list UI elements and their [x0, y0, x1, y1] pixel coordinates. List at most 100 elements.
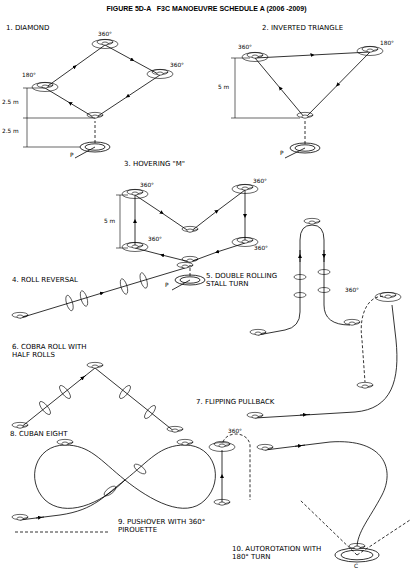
- point-label: C: [354, 563, 358, 570]
- helicopter-icon: [344, 319, 360, 325]
- angle-label: 360°: [140, 182, 154, 189]
- angle-label: 360°: [148, 236, 162, 243]
- flight-path: [20, 268, 185, 318]
- angle-label: 360°: [170, 62, 184, 69]
- flight-path: [300, 250, 301, 262]
- helicopter-icon: [177, 439, 193, 445]
- reference-line: [75, 147, 95, 158]
- helicopter-icon: [152, 69, 168, 75]
- flight-path: [255, 58, 305, 118]
- flight-path: [305, 52, 370, 118]
- ground-marker: [341, 550, 373, 560]
- helicopter-icon: [380, 292, 396, 298]
- manoeuvre-title: 3. HOVERING "M": [124, 160, 185, 168]
- reference-line: [285, 148, 305, 158]
- helicopter-icon: [182, 226, 198, 232]
- flight-path: [245, 190, 246, 243]
- helicopter-icon: [349, 543, 365, 549]
- flight-path: [295, 445, 305, 446]
- helicopter-icon: [97, 39, 113, 45]
- flight-path: [190, 190, 245, 232]
- flight-path: [135, 195, 190, 232]
- reference-line: [357, 520, 410, 555]
- flight-path: [255, 52, 370, 58]
- flight-path: [135, 248, 190, 262]
- roll-marker: [294, 275, 306, 280]
- pirouette-ring: [147, 70, 173, 79]
- roll-marker: [143, 404, 158, 420]
- helicopter-icon: [182, 256, 198, 262]
- roll-marker: [318, 288, 330, 293]
- ground-marker: [335, 548, 379, 562]
- roll-marker: [58, 384, 73, 400]
- helicopter-icon: [237, 237, 253, 243]
- roll-marker: [118, 384, 133, 400]
- helicopter-icon: [177, 262, 193, 268]
- pirouette-ring: [232, 185, 258, 194]
- roll-marker: [138, 272, 148, 289]
- dimension-line: [235, 58, 236, 118]
- flight-path: [20, 368, 175, 432]
- manoeuvre-title: 10. AUTOROTATION WITH 180° TURN: [232, 545, 332, 561]
- point-label: P: [165, 282, 169, 289]
- dimension-line: [231, 118, 300, 119]
- figure-title: FIGURE 5D-A F3C MANOEUVRE SCHEDULE A (20…: [0, 5, 413, 12]
- manoeuvre-title: 9. PUSHOVER WITH 360° PIROUETTE: [118, 518, 208, 534]
- flight-path: [36, 517, 44, 518]
- angle-label: 360°: [98, 31, 112, 38]
- flight-path: [265, 442, 387, 548]
- helicopter-icon: [57, 439, 73, 445]
- manoeuvre-title: 8. CUBAN EIGHT: [10, 430, 67, 438]
- pirouette-ring: [92, 40, 118, 49]
- pirouette-ring: [357, 47, 383, 56]
- manoeuvre-title: 2. INVERTED TRIANGLE: [262, 24, 343, 32]
- flight-path: [95, 75, 160, 118]
- helicopter-icon: [37, 82, 53, 88]
- dimension-line: [27, 88, 28, 147]
- helicopter-icon: [12, 514, 28, 520]
- helicopter-icon: [250, 329, 266, 335]
- pirouette-ring: [122, 190, 148, 199]
- angle-label: 360°: [228, 428, 242, 435]
- roll-marker: [318, 270, 330, 275]
- angle-label: 360°: [253, 178, 267, 185]
- flight-path: [324, 250, 325, 262]
- roll-marker: [294, 293, 306, 298]
- dimension-label: 2.5 m: [2, 99, 19, 106]
- pirouette-ring: [122, 243, 148, 252]
- roll-marker: [119, 278, 129, 295]
- manoeuvre-title: 4. ROLL REVERSAL: [12, 276, 78, 284]
- flight-path: [255, 305, 397, 418]
- flight-path: [222, 434, 250, 500]
- dimension-label: 5 m: [218, 84, 229, 91]
- helicopter-icon: [87, 362, 103, 368]
- point-label: P: [70, 152, 74, 159]
- manoeuvre-title: 1. DIAMOND: [6, 24, 49, 32]
- roll-marker: [79, 290, 89, 307]
- helicopter-icon: [127, 242, 143, 248]
- helicopter-icon: [357, 382, 373, 388]
- helicopter-icon: [247, 52, 263, 58]
- helicopter-icon: [12, 422, 28, 428]
- dimension-line: [116, 248, 128, 249]
- flight-path: [222, 450, 223, 505]
- dimension-line: [23, 118, 95, 119]
- dimension-label: 2.5 m: [2, 128, 19, 135]
- dimension-line: [23, 147, 80, 148]
- flight-path: [20, 445, 215, 520]
- reference-line: [305, 121, 306, 144]
- reference-line: [190, 265, 191, 276]
- helicopter-icon: [297, 112, 313, 118]
- roll-marker: [64, 294, 74, 311]
- reference-line: [95, 121, 96, 143]
- roll-marker: [38, 400, 53, 416]
- flight-path: [80, 375, 86, 380]
- helicopter-icon: [214, 499, 230, 505]
- angle-label: 360°: [254, 245, 268, 252]
- helicopter-icon: [257, 444, 273, 450]
- pirouette-ring: [242, 53, 268, 62]
- dimension-label: 5 m: [104, 218, 115, 225]
- angle-label: 360°: [238, 44, 252, 51]
